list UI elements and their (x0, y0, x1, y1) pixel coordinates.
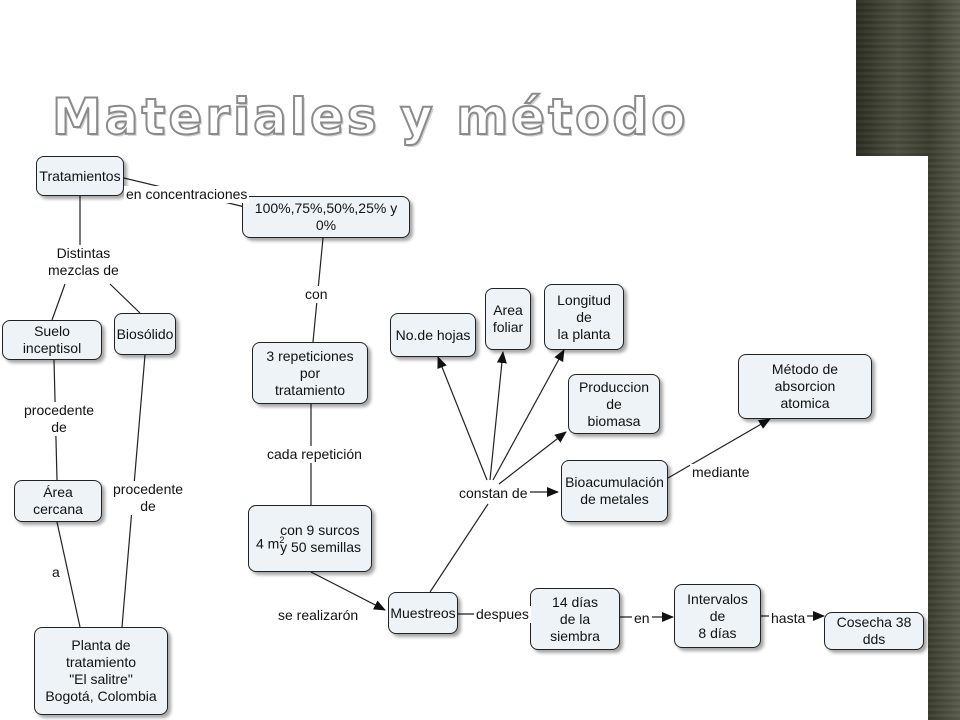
node-surcos: con 9 surcos y 50 semillas (248, 505, 372, 572)
arrow-constan-longitud (492, 349, 565, 481)
node-area-foliar: Area foliar (485, 288, 531, 350)
area-4-m-text: 4 m (256, 535, 280, 552)
arrow-constan-biomasa (498, 431, 567, 485)
squared-exponent: 2 (279, 535, 285, 545)
arrow-constan-area-foliar (489, 351, 507, 481)
line-mezclas-suelo (51, 283, 66, 321)
node-cosecha: Cosecha 38 dds (824, 612, 924, 650)
node-no-hojas: No.de hojas (390, 313, 476, 357)
line-area-planta (56, 521, 81, 628)
line-surcos-muestreos (310, 571, 386, 611)
label-constan-de: constan de (457, 485, 530, 502)
node-intervalos: Intervalos de 8 días (674, 584, 761, 648)
node-repeticiones: 3 repeticiones por tratamiento (252, 342, 368, 404)
node-longitud-planta: Longitud de la planta (544, 284, 624, 350)
line-mezclas-biosolido (109, 283, 141, 314)
label-mediante: mediante (690, 464, 752, 481)
label-distintas-mezclas: Distintas mezclas de (46, 245, 121, 279)
label-en-concentraciones: en concentraciones (124, 186, 250, 203)
node-tratamientos: Tratamientos (36, 156, 124, 196)
node-14-dias: 14 días de la siembra (530, 588, 620, 650)
node-metodo-absorcion: Método de absorcion atomica (738, 354, 872, 419)
node-bioacumulacion: Bioacumulación de metales (561, 460, 668, 522)
node-area-cercana: Área cercana (14, 480, 102, 522)
node-muestreos: Muestreos (388, 592, 458, 634)
label-a: a (50, 564, 62, 581)
label-procedente-de-1: procedente de (22, 402, 97, 436)
node-suelo-inceptisol: Suelo inceptisol (2, 320, 102, 360)
line-muestreos-constan (429, 503, 489, 593)
label-cada-repeticion: cada repetición (265, 446, 364, 463)
label-procedente-de-2: procedente de (111, 481, 186, 515)
label-en: en (632, 610, 652, 627)
node-biosolido: Biosólido (114, 313, 176, 355)
area-4-m2: 4 m2 (256, 535, 284, 552)
node-produccion-biomasa: Produccion de biomasa (568, 374, 660, 434)
arrow-constan-hojas (437, 356, 488, 481)
label-con: con (303, 286, 330, 303)
node-planta-tratamiento: Planta de tratamiento "El salitre" Bogot… (34, 627, 168, 715)
node-surcos-text: con 9 surcos y 50 semillas (280, 521, 361, 555)
arrow-bioacumulacion-absorcion (667, 418, 771, 479)
label-se-realizaron: se realizarón (276, 607, 361, 624)
label-hasta: hasta (769, 610, 808, 627)
node-concentraciones: 100%,75%,50%,25% y 0% (242, 196, 410, 238)
slide-title: Materiales y método (51, 88, 689, 146)
label-despues: despues (474, 606, 531, 623)
